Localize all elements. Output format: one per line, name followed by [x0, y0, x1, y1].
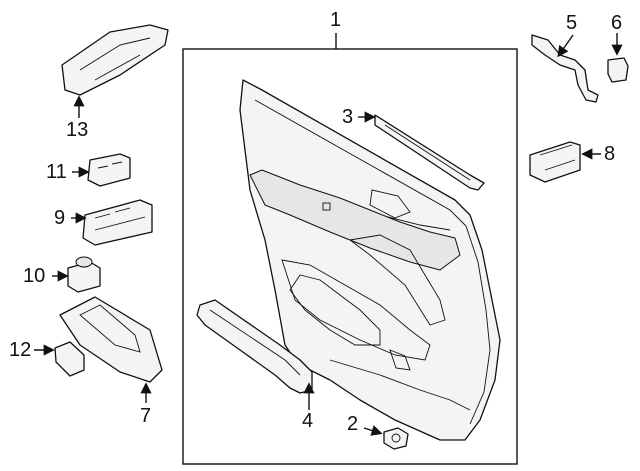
switch-trim — [34, 341, 85, 377]
lock-switch — [72, 153, 131, 187]
armrest-pad — [196, 299, 315, 410]
callout-13: 13 — [66, 119, 89, 141]
mount-bracket — [531, 34, 599, 103]
panel-frame — [182, 48, 518, 465]
callout-7: 7 — [140, 405, 152, 427]
upper-bracket — [358, 111, 485, 191]
callout-4: 4 — [302, 410, 314, 432]
callout-3: 3 — [342, 106, 354, 128]
mirror-switch — [52, 256, 101, 293]
callout-11: 11 — [46, 161, 67, 183]
window-switch-right — [529, 141, 601, 183]
callout-10: 10 — [23, 265, 46, 287]
callout-6: 6 — [611, 12, 623, 34]
pull-handle-cover — [61, 24, 169, 118]
callout-1: 1 — [330, 9, 342, 31]
callout-12: 12 — [9, 339, 32, 361]
retainer-nut — [607, 33, 629, 83]
clip — [363, 425, 409, 450]
master-window-switch — [71, 199, 153, 246]
callout-5: 5 — [566, 12, 578, 34]
callout-9: 9 — [54, 207, 66, 229]
door-trim-panel — [239, 79, 501, 441]
switch-bezel — [59, 296, 163, 403]
callout-8: 8 — [604, 143, 616, 165]
callout-2: 2 — [347, 413, 359, 435]
